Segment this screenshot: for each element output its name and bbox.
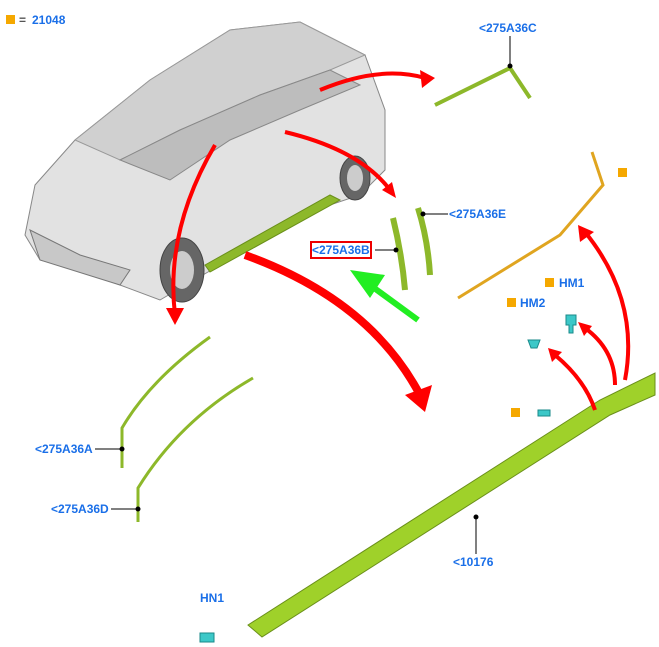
part-10176[interactable] [247,372,656,638]
part-275A36B[interactable] [390,217,408,291]
arrowheads [166,70,594,412]
clips [199,314,577,643]
callout-hn1[interactable]: HN1 [200,591,225,605]
clip-hm1[interactable] [565,314,577,334]
clip-21048[interactable] [537,409,551,417]
part-275A36C[interactable] [434,65,532,107]
callout-hm1[interactable]: HM1 [559,276,585,290]
clip-21048-swatch[interactable] [511,408,520,417]
legend-code[interactable]: 21048 [32,13,66,27]
callout-10176[interactable]: <10176 [453,555,494,569]
callout-hm2[interactable]: HM2 [520,296,546,310]
callout-275A36C[interactable]: <275A36C [479,21,537,35]
hm1-swatch [545,278,554,287]
callout-275A36B[interactable]: <275A36B [310,241,372,259]
callout-21048-swatch[interactable] [618,168,627,177]
part-275A36D[interactable] [136,376,254,522]
part-275A36E[interactable] [415,207,433,276]
part-275A36A[interactable] [120,335,211,468]
callout-275A36E[interactable]: <275A36E [449,207,507,221]
legend-swatch [6,15,15,24]
red-arrows [171,71,631,411]
clip-hn1[interactable] [199,632,215,643]
highlight-arrow [368,282,420,323]
callout-275A36A[interactable]: <275A36A [35,442,93,456]
part-21048[interactable] [457,151,605,300]
callout-275A36D[interactable]: <275A36D [51,502,109,516]
legend-equals: = [19,13,27,27]
clip-hm2[interactable] [527,339,541,349]
leader-lines [95,36,513,554]
hm2-swatch [507,298,516,307]
